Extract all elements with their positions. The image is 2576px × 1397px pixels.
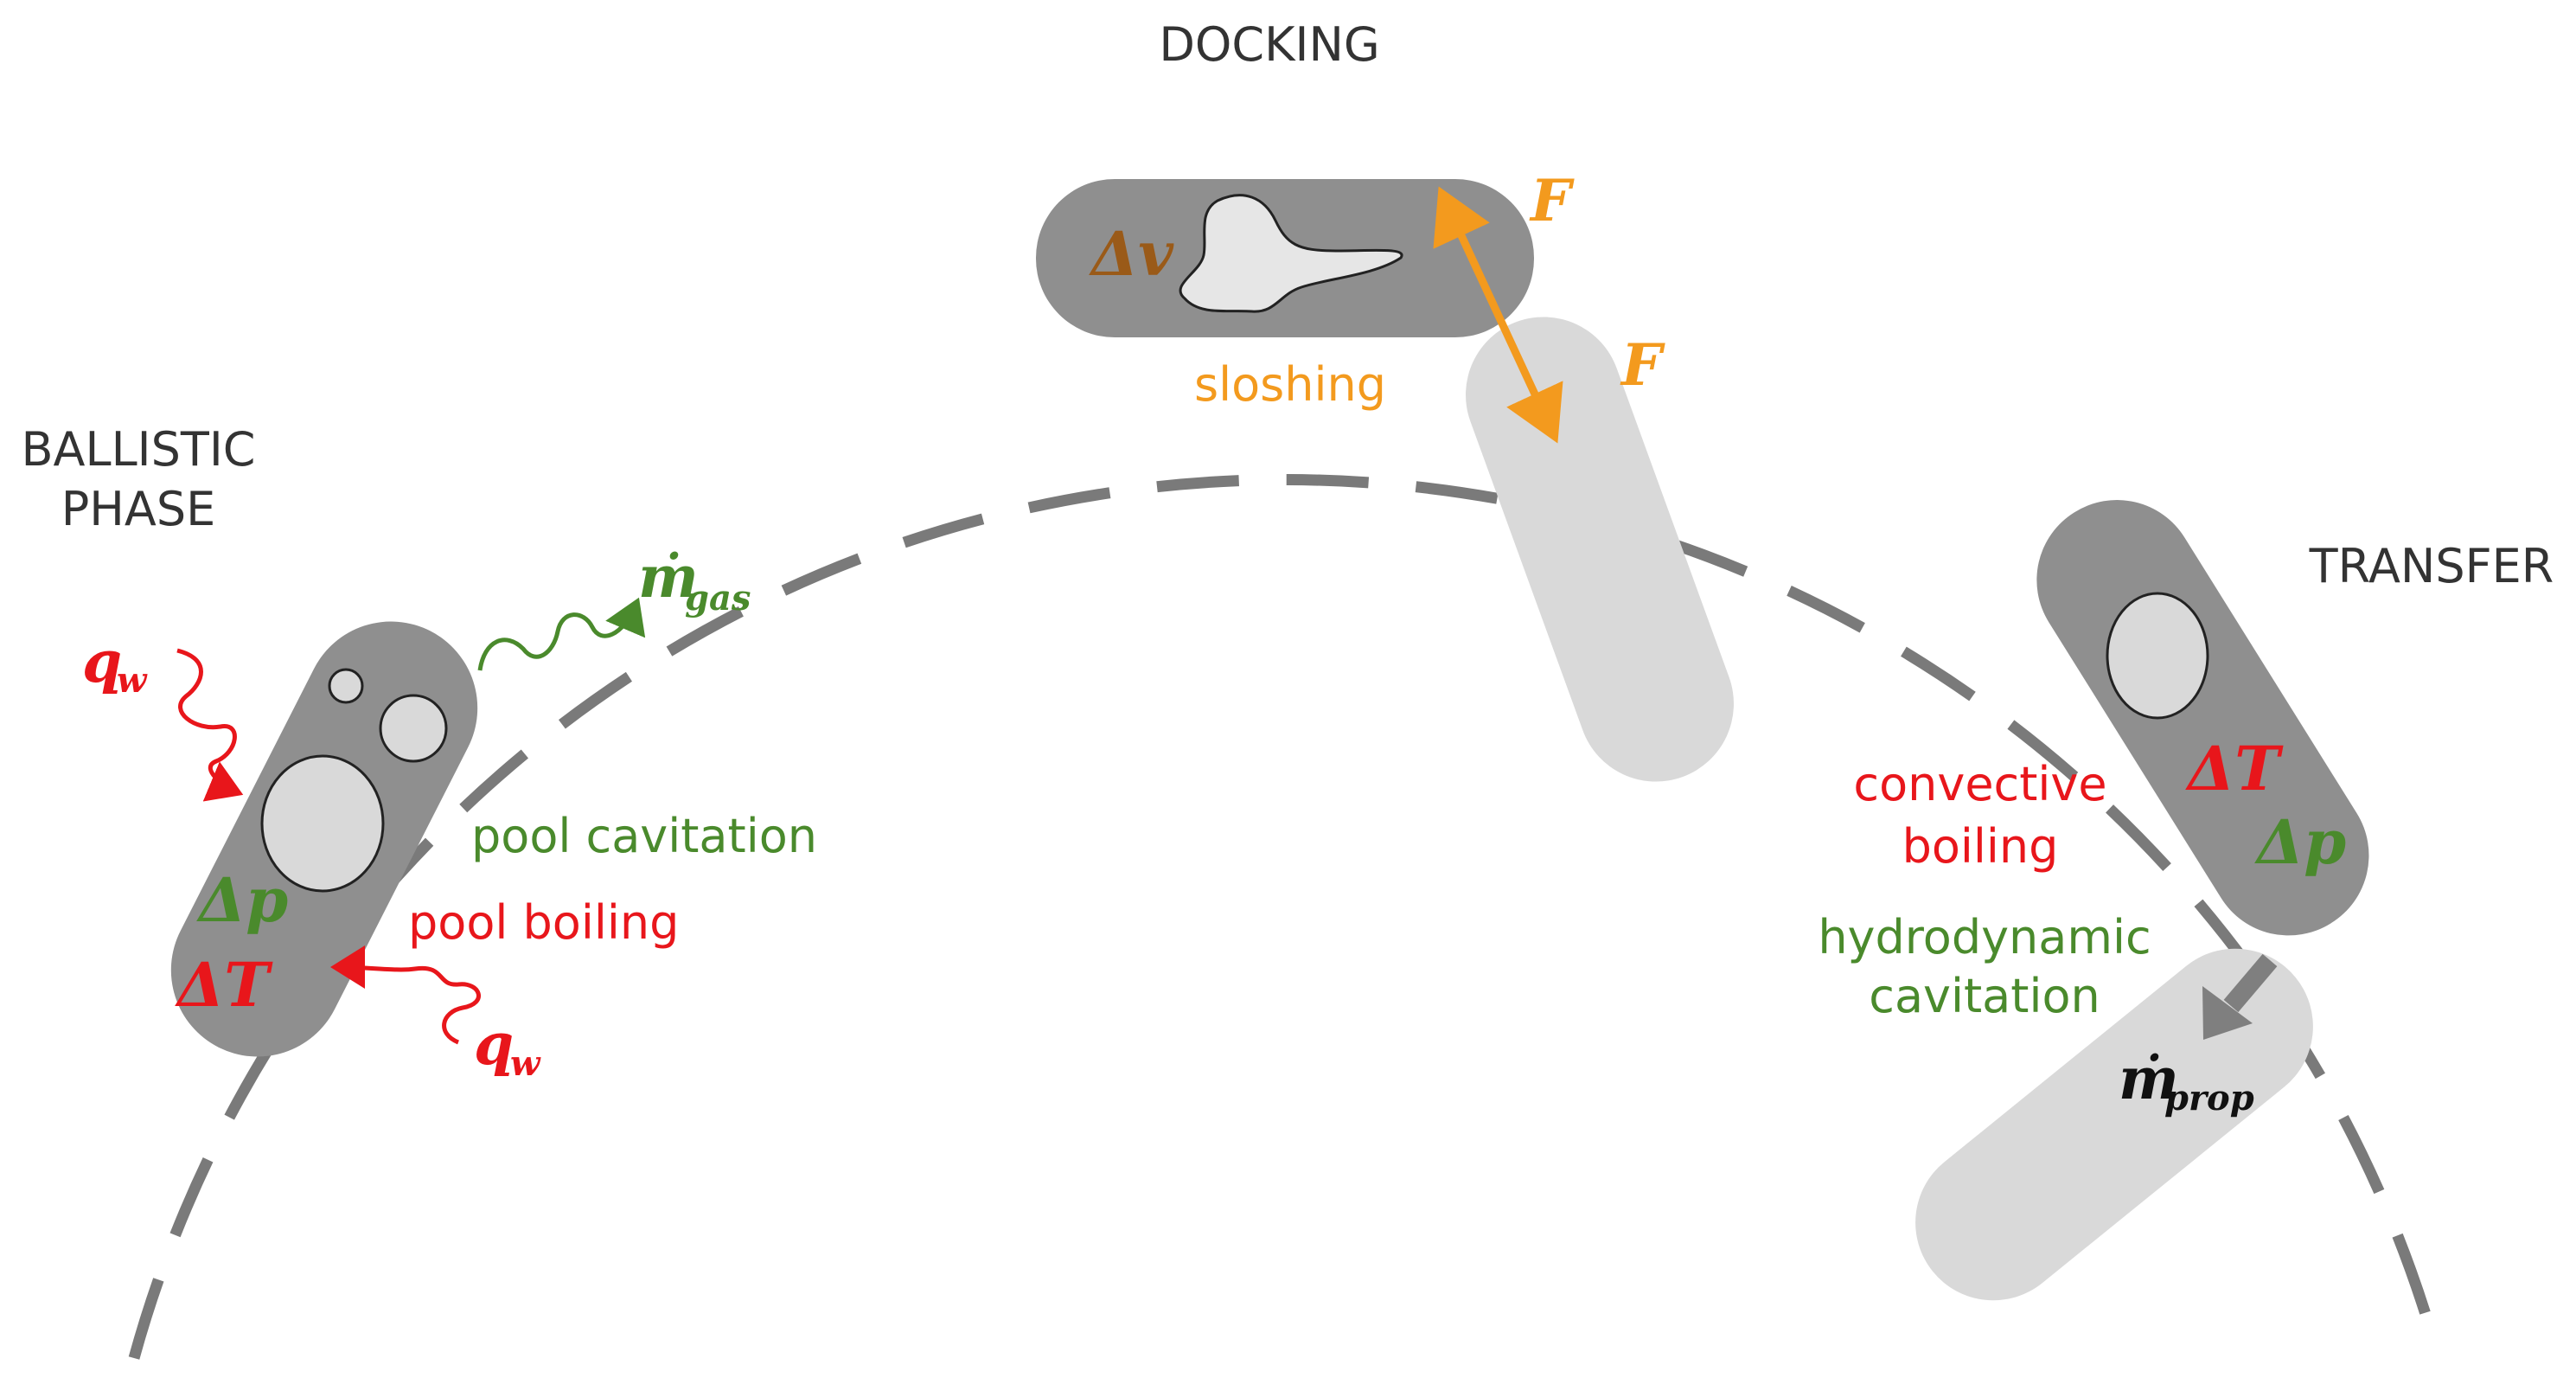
mdot-subscript: gas [685,578,751,618]
phase-label-ballistic-line2: PHASE [61,482,216,536]
mdot-symbol: ṁ [2119,1045,2179,1112]
temperature-change-label: ΔT [175,949,273,1021]
sloshing-label: sloshing [1194,357,1386,412]
hydrodynamic-cavitation-label-line2: cavitation [1869,969,2100,1023]
receiver-tank [1915,948,2313,1301]
propellant-mass-flow-label: ṁ prop [2119,1045,2254,1118]
phase-label-ballistic-line1: BALLISTIC [22,422,256,477]
bubble-small [328,668,364,704]
gas-venting-arrow [477,597,646,671]
force-label-upper: F [1529,167,1575,234]
force-label-lower: F [1620,331,1665,399]
orbit-trajectory [128,474,2445,1360]
docked-tank-ghost [1466,317,1734,782]
bubble-transfer [2106,592,2209,720]
hydrodynamic-cavitation-label-line1: hydrodynamic [1818,910,2151,964]
convective-boiling-label-line1: convective [1853,757,2106,811]
phase-label-docking: DOCKING [1159,17,1379,72]
pool-boiling-label: pool boiling [408,895,679,950]
transfer-flow-arrow [2202,953,2278,1040]
transfer-temperature-change-label: ΔT [2185,733,2284,804]
bubble-medium [379,694,448,763]
q-subscript: w [510,1043,541,1084]
bubble-large [260,754,385,893]
q-subscript: w [117,660,148,701]
transfer-tank [2036,500,2369,936]
heat-flux-arrow-bottom [330,945,481,1045]
force-arrow-double [1433,186,1563,444]
docking-tank [1036,179,1534,337]
mdot-symbol: ṁ [638,543,699,611]
convective-boiling-label-line2: boiling [1902,819,2059,874]
pressure-change-label: Δp [196,864,288,936]
heat-flux-label-bottom: q w [474,1010,541,1084]
heat-flux-arrow-top [176,648,244,802]
ballistic-tank [170,621,478,1057]
pool-cavitation-label: pool cavitation [471,809,817,863]
gas-mass-flow-label: ṁ gas [638,543,751,618]
phase-label-transfer: TRANSFER [2309,539,2554,593]
transfer-pressure-change-label: Δp [2254,806,2346,878]
mdot-subscript: prop [2164,1078,2254,1118]
q-symbol: q [82,628,122,695]
sloshing-liquid-shape [1179,194,1403,313]
velocity-change-label: Δv [1089,218,1174,290]
q-symbol: q [474,1010,514,1078]
heat-flux-label-top: q w [82,628,148,701]
